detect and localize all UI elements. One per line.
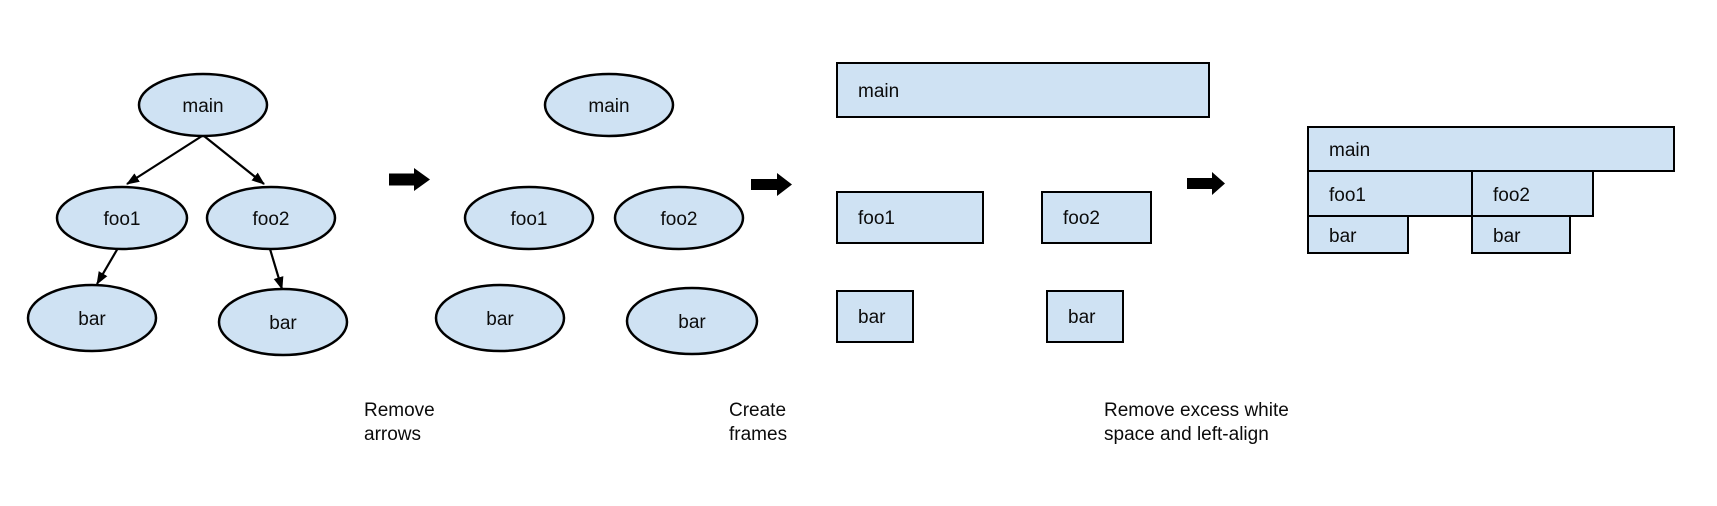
stage-frames-created: main foo1 foo2 bar bar xyxy=(836,62,1210,343)
frame-bar-left xyxy=(1307,215,1409,254)
step-label-remove-whitespace-left-align: Remove excess white space and left-align xyxy=(1104,400,1289,445)
frame-foo2-label: foo2 xyxy=(1063,208,1100,229)
node-bar-left-label: bar xyxy=(486,309,514,330)
node-bar-left xyxy=(26,283,158,353)
node-main xyxy=(543,72,675,138)
stage-arrows-removed: main foo1 foo2 bar bar xyxy=(434,72,759,356)
node-main xyxy=(137,72,269,138)
frame-bar-right xyxy=(1046,290,1124,343)
node-foo1 xyxy=(55,185,189,251)
frame-bar-right-label: bar xyxy=(1068,307,1096,328)
right-arrow-icon xyxy=(1187,172,1225,195)
arrow-foo2-to-bar xyxy=(268,248,284,290)
frame-foo1-label: foo1 xyxy=(1329,185,1366,206)
arrow-main-to-foo2 xyxy=(203,135,265,185)
node-foo2 xyxy=(613,185,745,251)
node-bar-right xyxy=(625,286,759,356)
node-bar-right-label: bar xyxy=(678,312,706,333)
node-bar-left xyxy=(434,283,566,353)
frame-bar-right-label: bar xyxy=(1493,226,1521,247)
frame-bar-left-label: bar xyxy=(858,307,886,328)
node-main-label: main xyxy=(182,96,223,117)
right-arrow-icon xyxy=(389,168,430,191)
frame-bar-left-label: bar xyxy=(1329,226,1357,247)
node-foo1-label: foo1 xyxy=(104,209,141,230)
node-bar-left-label: bar xyxy=(78,309,106,330)
frame-foo2-label: foo2 xyxy=(1493,185,1530,206)
step-label-create-frames: Create frames xyxy=(729,400,788,445)
stage-flame-graph: main foo1 foo2 bar bar xyxy=(1307,126,1675,254)
node-foo2 xyxy=(205,185,337,251)
arrow-main-to-foo1 xyxy=(126,135,203,185)
node-foo1 xyxy=(463,185,595,251)
right-arrow-icon xyxy=(751,173,792,196)
frame-foo1 xyxy=(836,191,984,244)
node-foo2-label: foo2 xyxy=(661,209,698,230)
node-bar-right-label: bar xyxy=(269,313,297,334)
stage-call-tree-with-arrows: main foo1 foo2 bar bar xyxy=(26,72,349,357)
step-label-remove-arrows: Remove arrows xyxy=(364,400,435,445)
frame-bar-left xyxy=(836,290,914,343)
frame-main xyxy=(1307,126,1675,172)
frame-bar-right xyxy=(1471,215,1571,254)
frame-foo2 xyxy=(1471,170,1594,217)
node-foo2-label: foo2 xyxy=(253,209,290,230)
frame-foo1-label: foo1 xyxy=(858,208,895,229)
arrow-foo1-to-bar xyxy=(96,247,119,285)
frame-foo2 xyxy=(1041,191,1152,244)
frame-main xyxy=(836,62,1210,118)
node-main-label: main xyxy=(588,96,629,117)
frame-main-label: main xyxy=(858,81,899,102)
frame-main-label: main xyxy=(1329,140,1370,161)
node-bar-right xyxy=(217,287,349,357)
node-foo1-label: foo1 xyxy=(511,209,548,230)
